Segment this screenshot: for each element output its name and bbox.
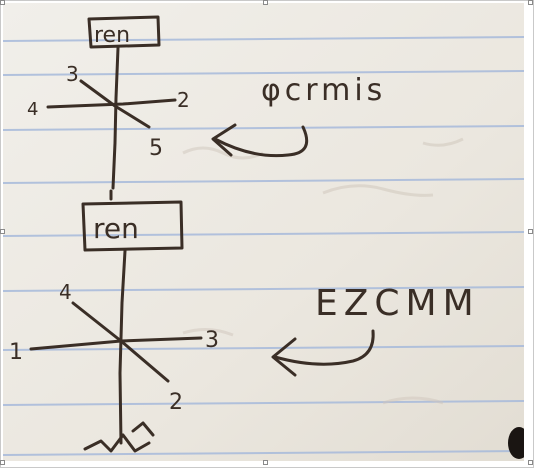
bottom-axis-label-3: 3 [205, 328, 219, 353]
top-axis-label-4: 4 [27, 99, 38, 120]
corner-shadow [508, 427, 524, 459]
notebook-drawing: ren 3 4 2 5 φcrmis [3, 3, 524, 461]
handle-top-center[interactable] [263, 0, 268, 5]
bottom-scribble [83, 433, 151, 453]
top-diagonal-axis [79, 79, 151, 129]
top-axis-label-5: 5 [149, 136, 163, 161]
show-through-marks [182, 137, 464, 405]
top-curved-arrow [213, 125, 309, 158]
bottom-vertical-axis [118, 249, 127, 445]
bottom-label-text: ren [93, 212, 139, 245]
top-horizontal-axis [46, 98, 177, 109]
top-handwritten-word: φcrmis [261, 73, 386, 108]
handle-bottom-left[interactable] [0, 460, 5, 465]
bottom-axis-label-4: 4 [59, 280, 72, 304]
bottom-axis-label-1: 1 [9, 340, 23, 365]
handle-middle-right[interactable] [528, 229, 533, 234]
bottom-arrow-head [271, 337, 297, 377]
top-diagram [46, 15, 309, 201]
bottom-diagram [29, 200, 375, 453]
bottom-handwritten-word: EZCMM [315, 283, 480, 324]
top-vertical-axis [111, 46, 120, 190]
top-label-text: ren [94, 23, 130, 48]
handle-top-right[interactable] [528, 0, 533, 5]
handle-middle-left[interactable] [0, 229, 5, 234]
handle-bottom-center[interactable] [263, 460, 268, 465]
top-label-box [87, 15, 161, 49]
handwritten-notebook-photo: ren 3 4 2 5 φcrmis [3, 3, 524, 461]
handle-top-left[interactable] [0, 0, 5, 5]
top-axis-label-2: 2 [177, 88, 190, 112]
bottom-axis-label-2: 2 [169, 390, 183, 415]
handle-bottom-right[interactable] [528, 460, 533, 465]
top-arrow-head [211, 123, 237, 157]
bottom-label-box [81, 200, 184, 252]
bottom-diagonal-axis [71, 301, 170, 383]
top-axis-label-3: 3 [66, 62, 79, 86]
bottom-curved-arrow [273, 329, 375, 366]
